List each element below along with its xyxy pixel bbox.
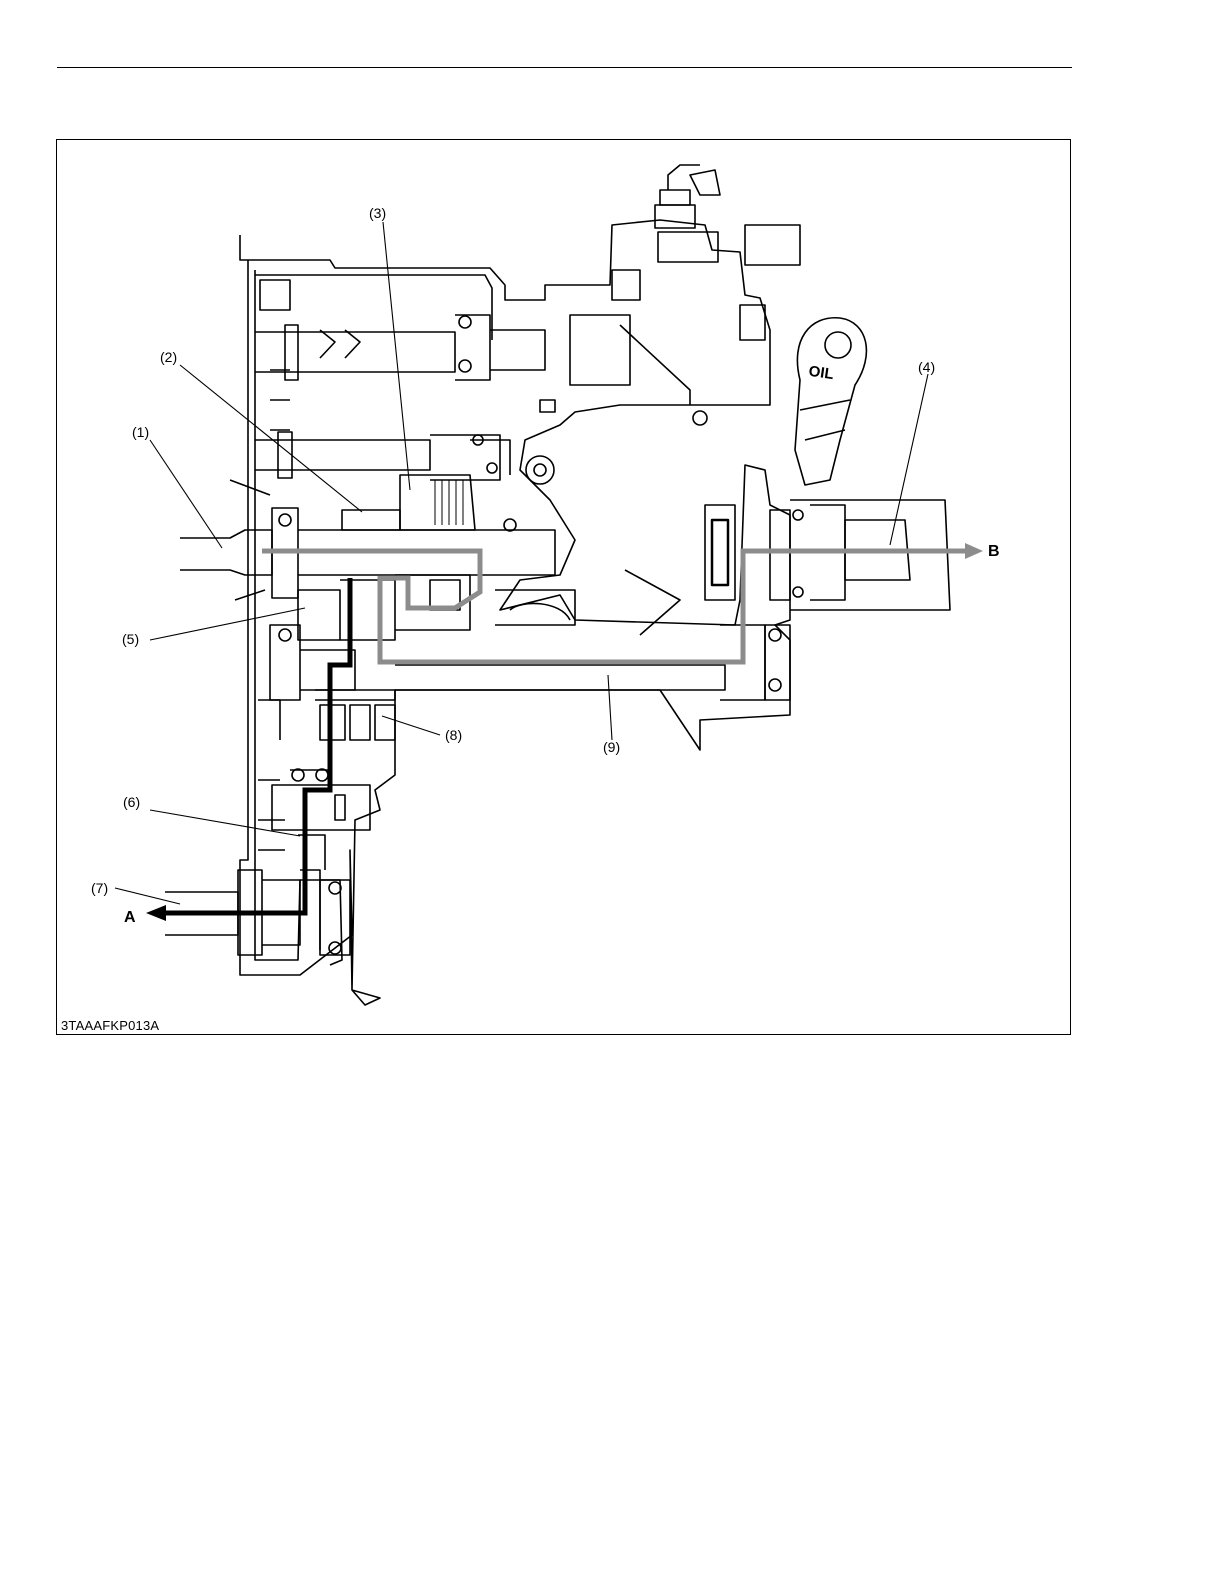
callout-9: (9) — [603, 740, 620, 754]
leader-4 — [890, 374, 928, 545]
leader-6 — [150, 810, 300, 836]
flow-path-a — [165, 578, 350, 913]
leader-1 — [150, 440, 222, 548]
hydraulic-fitting — [660, 190, 690, 205]
clutch-pack — [400, 475, 475, 530]
callout-8: (8) — [445, 728, 462, 742]
callout-7: (7) — [91, 881, 108, 895]
rear-output-housing — [790, 500, 950, 610]
input-shaft — [180, 530, 272, 575]
leader-3 — [383, 222, 410, 490]
leader-7 — [115, 888, 180, 904]
figure-code: 3TAAAFKP013A — [61, 1019, 159, 1032]
callout-2: (2) — [160, 350, 177, 364]
flow-tag-a: A — [124, 910, 136, 926]
oil-label: OIL — [808, 363, 835, 383]
lower-shaft — [395, 665, 725, 690]
flow-path-b — [262, 551, 965, 662]
housing-outline — [240, 220, 790, 1005]
leader-8 — [382, 716, 440, 735]
callout-1: (1) — [132, 425, 149, 439]
leader-2 — [180, 365, 362, 512]
oil-dipstick — [795, 318, 866, 485]
flow-arrow-a — [146, 905, 166, 921]
middle-shaft — [255, 440, 430, 470]
flow-arrow-b — [965, 543, 983, 559]
flow-tag-b: B — [988, 544, 1000, 560]
callout-6: (6) — [123, 795, 140, 809]
callout-3: (3) — [369, 206, 386, 220]
lower-gear-cluster — [298, 590, 340, 640]
leader-9 — [608, 675, 612, 740]
leader-5 — [150, 608, 305, 640]
callout-5: (5) — [122, 632, 139, 646]
callout-4: (4) — [918, 360, 935, 374]
